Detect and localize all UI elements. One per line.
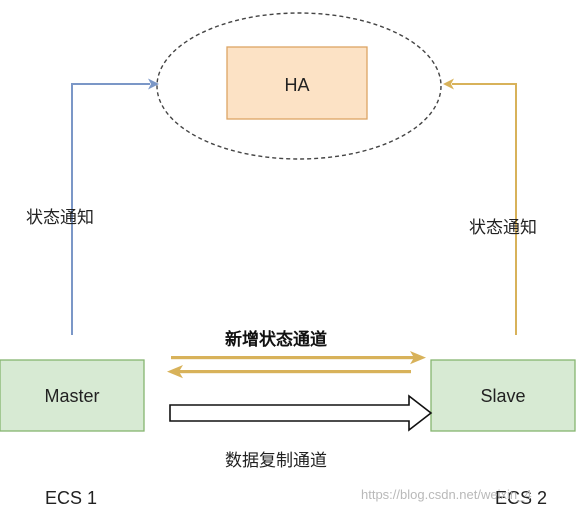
slave-node-box [430, 359, 576, 432]
status-channel-arrow-right-shaft [171, 356, 415, 360]
status-channel-arrow-left [167, 365, 411, 379]
ha-node-box [226, 46, 368, 120]
edge-slave-to-ha-arrowhead [443, 78, 454, 90]
host-ecs1-label: ECS 1 [45, 488, 97, 508]
watermark: https://blog.csdn.net/weixin_4 [361, 487, 532, 502]
slave-node: Slave [430, 359, 576, 432]
status-channel-arrow-left-shaft [178, 370, 411, 374]
replication-channel-label: 数据复制通道 [225, 451, 327, 471]
slave-node-label: Slave [480, 386, 525, 406]
status-channel-arrow-right-head [410, 351, 426, 365]
status-channel-arrow-left-head [167, 365, 183, 379]
edge-master-to-ha [71, 78, 159, 335]
status-channel-arrow-right [171, 351, 426, 365]
edge-master-to-ha-arrowhead [148, 78, 159, 90]
edge-slave-to-ha-line [452, 83, 517, 335]
ha-node-label: HA [284, 75, 309, 95]
ha-cluster-boundary [156, 12, 442, 160]
master-node-label: Master [44, 386, 99, 406]
edge-slave-to-ha [443, 78, 517, 335]
replication-channel-arrow [169, 394, 433, 432]
master-node: Master [0, 359, 145, 432]
edge-master-to-ha-label: 状态通知 [26, 208, 94, 228]
edge-master-to-ha-line [71, 83, 150, 335]
ha-node: HA [226, 46, 368, 120]
status-channel-label: 新增状态通道 [225, 329, 327, 350]
edge-slave-to-ha-label: 状态通知 [469, 218, 537, 238]
master-node-box [0, 359, 145, 432]
host-ecs2-label: ECS 2 [495, 488, 547, 508]
